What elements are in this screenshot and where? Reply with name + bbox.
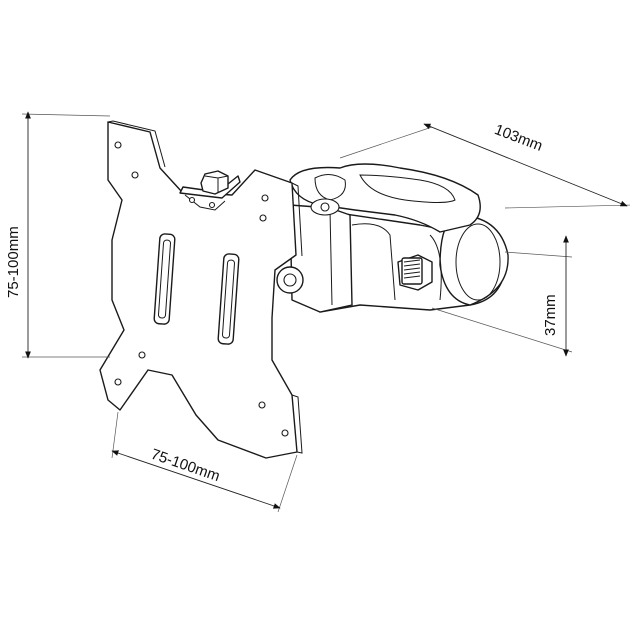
dimension-vesa-vertical: 75-100mm	[5, 111, 111, 359]
dimension-width-line	[423, 123, 628, 207]
vesa-plate-face	[99, 121, 298, 459]
threaded-bolt	[397, 254, 433, 291]
plate-hole	[259, 214, 267, 222]
clamp-arm-assembly	[276, 163, 509, 313]
dimension-vesa-horizontal-line	[111, 450, 281, 509]
tilt-bracket	[179, 175, 241, 199]
hinge-block	[289, 204, 353, 313]
top-nut	[200, 170, 229, 195]
dimension-width-label: 103mm	[492, 121, 545, 155]
plate-hole	[138, 351, 146, 359]
vesa-plate	[99, 120, 303, 459]
plate-hole	[258, 401, 266, 409]
dimension-height-label: 37mm	[542, 294, 559, 336]
arm-end-cylinder	[439, 214, 509, 306]
plate-hole	[114, 141, 122, 149]
dimension-vesa-vertical-label: 75-100mm	[5, 226, 22, 298]
plate-hole	[261, 194, 269, 202]
plate-hole	[281, 429, 289, 437]
dimension-height: 37mm	[431, 235, 573, 357]
plate-hole	[131, 171, 139, 179]
plate-hole	[114, 378, 122, 386]
dimension-vesa-horizontal-label: 75-100mm	[149, 446, 222, 485]
